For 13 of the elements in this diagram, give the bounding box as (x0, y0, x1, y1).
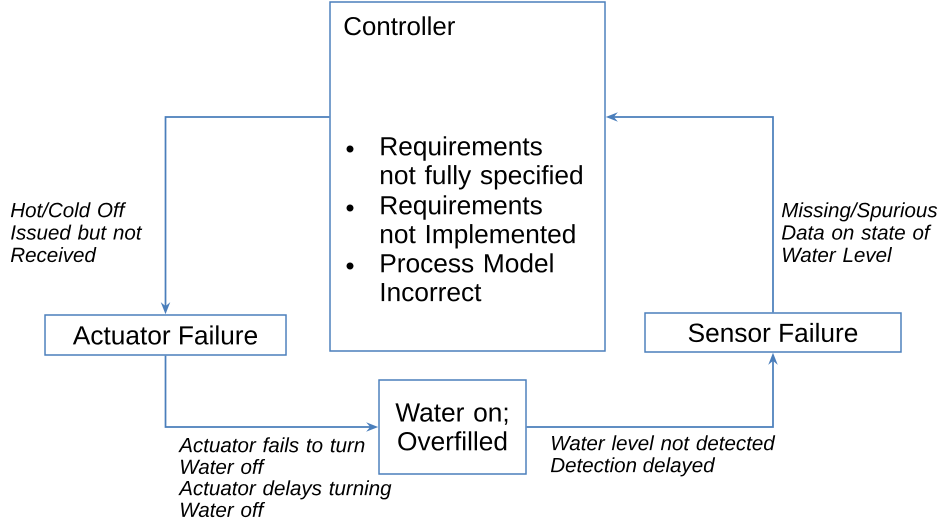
edge-label: Water level not detected (552, 435, 776, 450)
list-item: Requirements not fully specified (381, 136, 582, 190)
list-item: Requirements not Implemented (381, 195, 575, 249)
edge-label: Hot/Cold Off Issued but not Received (10, 202, 142, 262)
box-title: Controller (344, 16, 455, 36)
state-box: Water on; Overfilled (378, 379, 527, 475)
edge-label: Actuator fails to turn Water off (178, 437, 364, 474)
failure-box: Actuator Failure (44, 314, 287, 356)
list-item: Process Model Incorrect (381, 253, 553, 302)
note-text: Actuator delays turning Water off (178, 480, 392, 518)
failure-box: Sensor Failure (644, 312, 902, 353)
note-text: Detection delayed (550, 457, 716, 476)
edge-label: Missing/Spurious Data on state of Water Level (782, 202, 938, 262)
